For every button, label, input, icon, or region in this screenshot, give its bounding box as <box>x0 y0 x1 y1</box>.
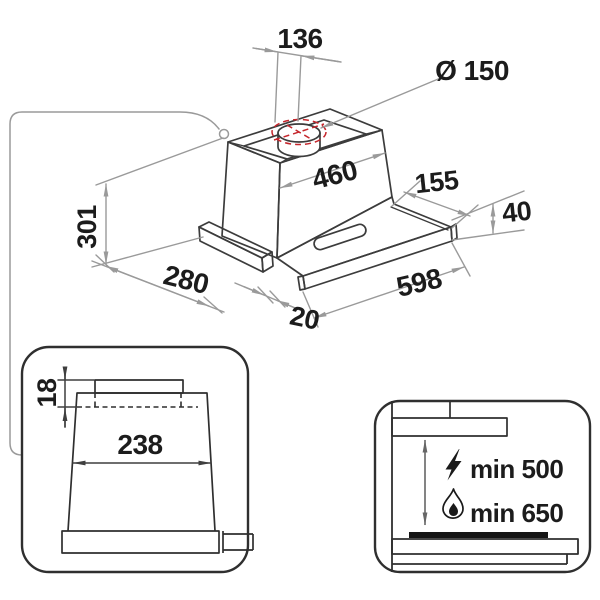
hood-box <box>391 417 508 437</box>
duct-diameter-marking <box>271 118 327 146</box>
dim-598-label: 598 <box>393 262 444 302</box>
dim-40-label: 40 <box>501 196 533 229</box>
gas-clearance-label: min 650 <box>470 498 563 528</box>
flame-icon <box>442 488 464 519</box>
counter-top <box>391 538 579 555</box>
hood-isometric-view <box>198 108 458 291</box>
handle-recess <box>313 223 367 251</box>
detail-callout-connector <box>9 111 230 456</box>
dim-20-label: 20 <box>287 300 322 335</box>
visor-bar-left-cap <box>297 275 306 291</box>
detail-bar-extension <box>223 533 254 551</box>
dim-150-label: Ø 150 <box>435 55 509 86</box>
base-rail-top-face <box>198 221 273 259</box>
dim-20: 20 <box>234 282 322 336</box>
dim-155: 155 <box>391 165 479 229</box>
clearance-inset: min 500 min 650 <box>373 399 592 574</box>
dim-460: 460 <box>279 152 386 195</box>
dim-136-label: 136 <box>277 23 322 54</box>
main-view-dimensions: 136 Ø 150 460 155 40 598 <box>72 23 533 336</box>
dim-238-label: 238 <box>117 429 162 460</box>
dim-18-label: 18 <box>32 378 62 408</box>
clearance-inset-frame <box>373 399 592 574</box>
dim-136: 136 <box>252 23 342 123</box>
callout-anchor-circle <box>218 128 230 140</box>
dim-238: 238 <box>72 429 212 466</box>
dim-40: 40 <box>451 190 533 241</box>
cooktop-bar <box>409 532 548 538</box>
visor-bar-right-cap <box>450 223 458 242</box>
detail-inset: 18 238 <box>20 345 254 574</box>
dim-301: 301 <box>72 137 224 268</box>
base-rail-front-face <box>198 226 264 273</box>
electric-clearance-label: min 500 <box>470 454 563 484</box>
dim-460-label: 460 <box>309 154 360 195</box>
lightning-icon <box>445 449 462 481</box>
dim-155-label: 155 <box>413 165 460 199</box>
detail-hidden-lines <box>77 393 198 408</box>
dim-280-label: 280 <box>160 259 211 300</box>
dim-280: 280 <box>91 254 225 314</box>
dim-301-label: 301 <box>72 205 102 249</box>
detail-inset-frame <box>20 345 250 574</box>
dim-598: 598 <box>302 242 471 328</box>
dim-duct-diameter: Ø 150 <box>320 55 509 129</box>
counter-step <box>392 554 568 565</box>
dim-18: 18 <box>32 366 95 428</box>
detail-bottom-bar <box>61 530 220 554</box>
